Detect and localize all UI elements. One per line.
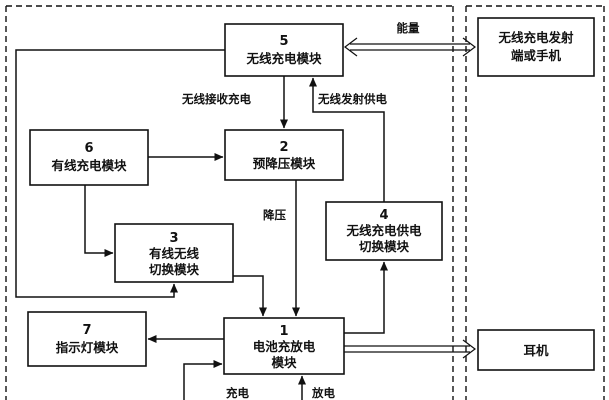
link-4-to-5: 无线发射供电 [309,77,387,202]
module-3-name-line1: 有线无线 [149,246,200,261]
link-2-to-1: 降压 [263,180,300,317]
energy-link: 能量 [344,21,476,57]
module-4-number: 4 [379,208,388,223]
module-7-number: 7 [82,323,91,338]
module-2-pre-step-down: 2 预降压模块 [224,129,344,181]
module-7-indicator-light: 7 指示灯模块 [27,311,147,367]
module-4-name-line2: 切换模块 [359,239,410,254]
link-5-to-3 [15,49,225,298]
link-5-to-2: 无线接收充电 [181,76,288,129]
charge-path: 充电 [183,360,249,400]
module-1-name-line1: 电池充放电 [253,339,316,354]
module-6-wired-charging: 6 有线充电模块 [29,129,149,186]
link-3-to-1 [233,275,267,317]
external-transmitter: 无线充电发射 端或手机 [477,17,595,77]
wireless-transmit-label: 无线发射供电 [317,92,387,106]
module-3-wired-wireless-switch: 3 有线无线 切换模块 [114,223,234,283]
module-5-number: 5 [279,34,288,49]
module-5-name: 无线充电模块 [245,51,322,66]
module-3-name-line2: 切换模块 [149,262,200,277]
external-boundary [465,5,605,400]
charge-label: 充电 [226,386,249,400]
earphone-label: 耳机 [523,343,549,358]
module-1-name-line2: 模块 [271,355,297,370]
module-6-number: 6 [84,141,93,156]
transmitter-line1: 无线充电发射 [497,30,574,45]
energy-label: 能量 [397,21,420,35]
wireless-receive-label: 无线接收充电 [181,92,251,106]
device-boundary [5,5,454,400]
module-1-number: 1 [279,324,288,339]
link-1-to-earphone [344,339,476,359]
module-4-wireless-supply-switch: 4 无线充电供电 切换模块 [325,201,443,261]
module-1-battery-charge-discharge: 1 电池充放电 模块 [223,317,345,375]
external-earphone: 耳机 [477,329,595,371]
module-7-name: 指示灯模块 [56,340,119,355]
module-3-number: 3 [169,231,178,246]
discharge-path: 放电 [298,375,335,400]
module-4-name-line1: 无线充电供电 [345,223,422,238]
discharge-label: 放电 [311,386,335,400]
module-5-wireless-charging: 5 无线充电模块 [224,23,344,77]
module-2-name: 预降压模块 [253,156,316,171]
transmitter-line2: 端或手机 [511,48,562,63]
module-6-name: 有线充电模块 [51,158,127,173]
step-down-label: 降压 [263,208,286,222]
module-2-number: 2 [279,140,288,155]
link-1-to-4 [344,261,388,334]
link-6-to-3 [84,185,114,257]
